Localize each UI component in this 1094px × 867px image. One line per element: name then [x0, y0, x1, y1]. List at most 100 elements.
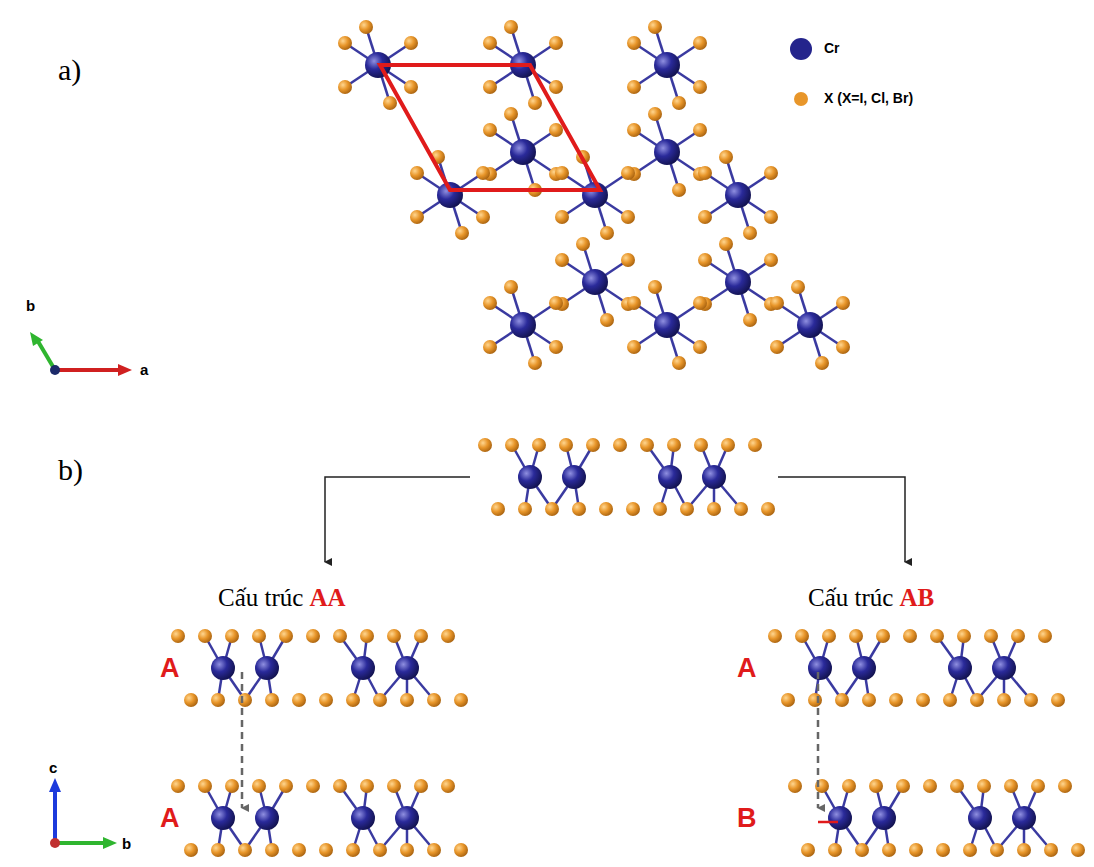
halide-atom — [693, 296, 707, 310]
chromium-atom — [828, 806, 852, 830]
halide-atom — [815, 356, 829, 370]
halide-atom — [764, 166, 778, 180]
halide-atom — [491, 502, 505, 516]
halide-atom — [936, 843, 950, 857]
halide-atom — [1058, 779, 1072, 793]
chromium-atom — [797, 312, 823, 338]
halide-atom — [680, 502, 694, 516]
halide-atom — [427, 693, 441, 707]
halide-atom — [795, 629, 809, 643]
halide-atom — [721, 438, 735, 452]
halide-atom — [528, 356, 542, 370]
halide-atom — [359, 20, 373, 34]
chromium-atom — [562, 465, 586, 489]
halide-atom — [306, 629, 320, 643]
halide-atom — [672, 356, 686, 370]
label: a — [140, 362, 148, 377]
halide-atom — [265, 693, 279, 707]
halide-atom — [693, 80, 707, 94]
halide-atom — [476, 210, 490, 224]
halide-atom — [1011, 629, 1025, 643]
chromium-atom — [255, 656, 279, 680]
label: A — [160, 805, 180, 832]
halide-atom — [835, 693, 849, 707]
halide-atom — [627, 296, 641, 310]
chromium-atom — [351, 806, 375, 830]
halide-atom — [621, 210, 635, 224]
halide-atom — [648, 20, 662, 34]
chromium-atom — [702, 465, 726, 489]
halide-atom — [549, 123, 563, 137]
chromium-atom — [518, 465, 542, 489]
halide-atom — [791, 280, 805, 294]
halide-atom — [764, 253, 778, 267]
chromium-atom — [872, 806, 896, 830]
halide-atom — [184, 693, 198, 707]
halide-atom — [441, 779, 455, 793]
halide-atom — [576, 237, 590, 251]
chromium-atom — [725, 269, 751, 295]
halide-atom — [743, 226, 757, 240]
halide-atom — [842, 779, 856, 793]
label: B — [737, 805, 757, 832]
halide-atom — [627, 340, 641, 354]
halide-atom — [943, 693, 957, 707]
halide-atom — [292, 843, 306, 857]
halide-atom — [252, 629, 266, 643]
halide-atom — [1071, 843, 1085, 857]
halide-atom — [836, 340, 850, 354]
halide-atom — [346, 843, 360, 857]
label: AB — [899, 585, 934, 610]
halide-atom — [483, 123, 497, 137]
halide-atom — [849, 629, 863, 643]
chromium-atom — [654, 312, 680, 338]
chromium-atom — [948, 656, 972, 680]
halide-atom — [667, 438, 681, 452]
halide-atom — [997, 693, 1011, 707]
halide-atom — [963, 843, 977, 857]
chromium-atom — [808, 656, 832, 680]
halide-atom — [387, 779, 401, 793]
chromium-atom — [395, 656, 419, 680]
halide-atom — [627, 36, 641, 50]
halide-atom — [672, 183, 686, 197]
halide-atom — [586, 438, 600, 452]
halide-atom — [761, 502, 775, 516]
halide-atom — [648, 280, 662, 294]
halide-atom — [977, 779, 991, 793]
halide-atom — [572, 502, 586, 516]
halide-atom — [400, 693, 414, 707]
label: b — [26, 298, 35, 313]
halide-atom — [698, 253, 712, 267]
halide-atom — [346, 693, 360, 707]
halide-atom — [383, 96, 397, 110]
halide-atom — [478, 438, 492, 452]
halide-atom — [648, 107, 662, 121]
halide-atom — [698, 166, 712, 180]
halide-atom — [640, 438, 654, 452]
halide-atom — [626, 502, 640, 516]
halide-atom — [455, 226, 469, 240]
halide-atom — [719, 237, 733, 251]
halide-atom — [743, 313, 757, 327]
halide-atom — [836, 296, 850, 310]
halide-atom — [454, 693, 468, 707]
chromium-atom — [510, 139, 536, 165]
halide-atom — [882, 843, 896, 857]
halide-atom — [483, 296, 497, 310]
halide-atom — [518, 502, 532, 516]
halide-atom — [441, 629, 455, 643]
halide-atom — [950, 779, 964, 793]
halide-atom — [333, 779, 347, 793]
legend-text: X (X=I, Cl, Br) — [824, 91, 913, 105]
halide-atom — [333, 629, 347, 643]
halide-atom — [549, 296, 563, 310]
halide-atom — [621, 166, 635, 180]
halide-atom — [225, 629, 239, 643]
halide-atom — [693, 340, 707, 354]
halide-atom — [171, 629, 185, 643]
halide-atom — [930, 629, 944, 643]
halide-atom — [414, 629, 428, 643]
halide-atom — [532, 438, 546, 452]
